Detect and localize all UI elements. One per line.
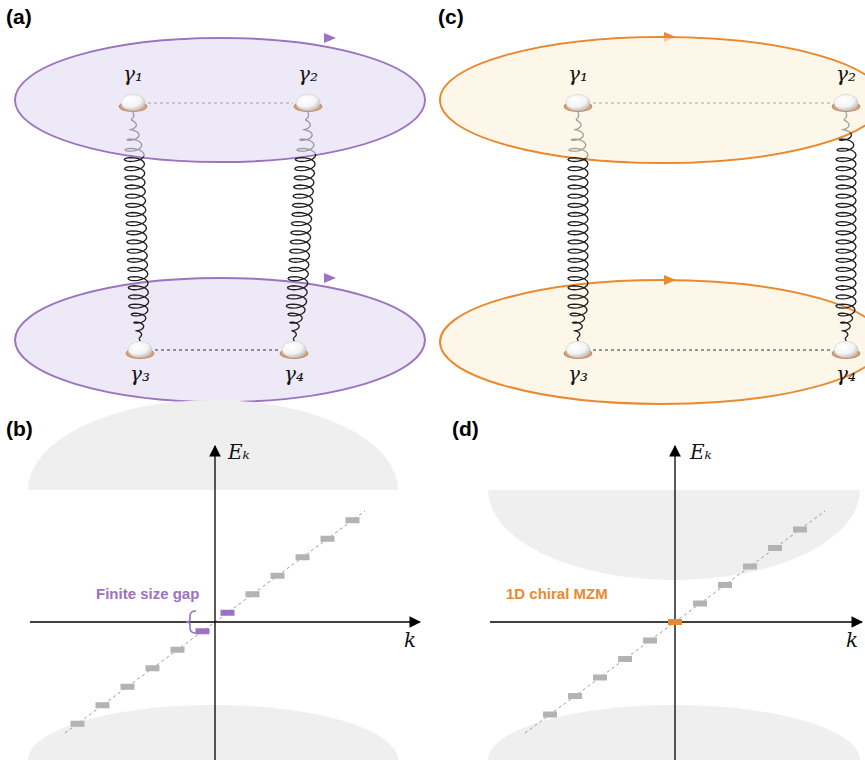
mode-label: γ₂ bbox=[298, 64, 318, 84]
level-bar bbox=[71, 721, 85, 727]
level-bar bbox=[618, 656, 632, 662]
level-bar bbox=[196, 628, 210, 634]
majorana-sphere: γ₂ bbox=[293, 94, 323, 112]
sphere-body bbox=[282, 342, 306, 358]
sphere-body bbox=[566, 342, 590, 358]
sphere-symbol bbox=[118, 94, 148, 112]
majorana-sphere: γ₂ bbox=[831, 94, 861, 112]
mode-label: γ₄ bbox=[284, 364, 304, 384]
level-bar bbox=[668, 619, 682, 625]
level-bar bbox=[593, 675, 607, 681]
bulk-band bbox=[28, 400, 398, 490]
level-bar bbox=[96, 702, 110, 708]
bottom-ring bbox=[440, 280, 865, 404]
level-bars bbox=[71, 517, 360, 727]
pairing-line bbox=[155, 350, 279, 351]
level-bar bbox=[743, 564, 757, 570]
sphere-symbol bbox=[125, 341, 155, 359]
level-bar bbox=[146, 665, 160, 671]
mode-label: γ₃ bbox=[568, 364, 588, 384]
energy-axis bbox=[674, 446, 675, 760]
flow-arrow bbox=[324, 273, 336, 283]
level-bar bbox=[296, 554, 310, 560]
panel-label: (c) bbox=[438, 6, 464, 27]
sphere-symbol bbox=[831, 94, 861, 112]
annotation: 1D chiral MZM bbox=[506, 586, 608, 601]
level-bar bbox=[643, 638, 657, 644]
level-bar bbox=[271, 573, 285, 579]
axis-label: k bbox=[404, 630, 416, 650]
majorana-sphere: γ₃ bbox=[125, 341, 155, 359]
majorana-sphere: γ₃ bbox=[563, 341, 593, 359]
ring-veil bbox=[16, 39, 424, 161]
momentum-axis bbox=[30, 621, 420, 622]
majorana-sphere: γ₁ bbox=[563, 94, 593, 112]
sphere-symbol bbox=[563, 94, 593, 112]
sphere-symbol bbox=[563, 341, 593, 359]
mode-label: γ₃ bbox=[130, 364, 150, 384]
level-bar bbox=[321, 536, 335, 542]
axis-label: k bbox=[846, 630, 858, 650]
level-bar bbox=[768, 545, 782, 551]
ring-veil bbox=[441, 38, 865, 162]
sphere-body bbox=[834, 342, 858, 358]
panel-label: (d) bbox=[452, 418, 479, 439]
panel-label: (b) bbox=[6, 418, 33, 439]
mode-label: γ₁ bbox=[123, 64, 143, 84]
level-bar bbox=[171, 647, 185, 653]
bulk-band bbox=[488, 490, 860, 580]
flow-arrow bbox=[324, 33, 336, 43]
flow-arrow bbox=[664, 275, 676, 285]
majorana-sphere: γ₄ bbox=[831, 341, 861, 359]
level-bar bbox=[221, 610, 235, 616]
sphere-body bbox=[834, 95, 858, 111]
energy-axis bbox=[214, 446, 215, 760]
level-bar bbox=[121, 684, 135, 690]
level-bar bbox=[718, 582, 732, 588]
mode-label: γ₄ bbox=[836, 364, 856, 384]
axis-label: Eₖ bbox=[228, 442, 250, 462]
axis-label: Eₖ bbox=[690, 442, 712, 462]
pairing-line bbox=[593, 350, 831, 351]
majorana-sphere: γ₄ bbox=[279, 341, 309, 359]
sphere-symbol bbox=[831, 341, 861, 359]
level-bars bbox=[543, 527, 807, 718]
sphere-body bbox=[128, 342, 152, 358]
sphere-body bbox=[566, 95, 590, 111]
sphere-symbol bbox=[293, 94, 323, 112]
coupling-spring bbox=[836, 112, 856, 341]
sphere-symbol bbox=[279, 341, 309, 359]
mode-label: γ₁ bbox=[568, 64, 588, 84]
annotation: Finite size gap bbox=[96, 586, 199, 601]
top-ring bbox=[15, 38, 425, 162]
level-bar bbox=[246, 591, 260, 597]
level-bar bbox=[543, 712, 557, 718]
sphere-body bbox=[121, 95, 145, 111]
bulk-band bbox=[488, 705, 860, 760]
top-ring bbox=[440, 37, 865, 163]
mode-label: γ₂ bbox=[836, 64, 856, 84]
level-bar bbox=[346, 517, 360, 523]
level-bar bbox=[793, 527, 807, 533]
sphere-body bbox=[296, 95, 320, 111]
bulk-band bbox=[28, 705, 398, 760]
bottom-ring bbox=[15, 278, 425, 402]
majorana-sphere: γ₁ bbox=[118, 94, 148, 112]
level-bar bbox=[568, 693, 582, 699]
panel-label: (a) bbox=[6, 6, 32, 27]
level-bar bbox=[693, 601, 707, 607]
gap-brace bbox=[186, 611, 196, 633]
